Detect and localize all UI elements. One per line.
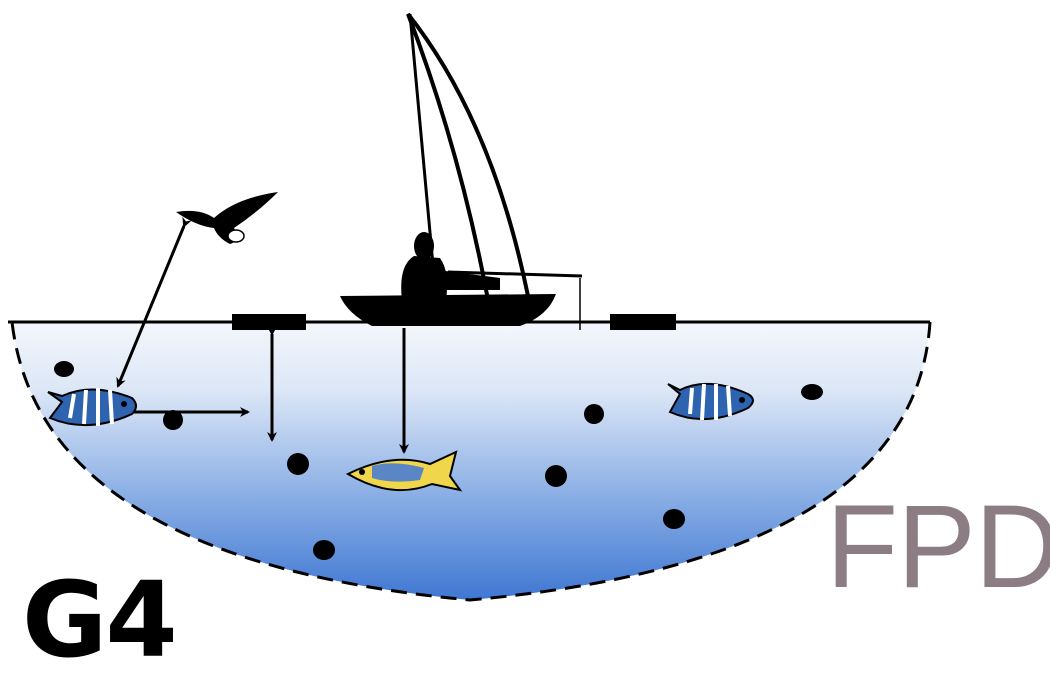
particle-icon xyxy=(313,540,335,560)
surface-bar-right xyxy=(610,314,676,330)
particle-icon xyxy=(801,384,823,400)
g4-label: G4 xyxy=(22,568,176,672)
particle-icon xyxy=(163,410,183,430)
particle-icon xyxy=(545,465,567,487)
bird-icon xyxy=(176,192,278,244)
particle-icon xyxy=(663,509,685,529)
boat-icon xyxy=(340,294,556,326)
particle-icon xyxy=(287,453,309,475)
surface-bar-left xyxy=(232,314,306,330)
fpd-label: FPD xyxy=(826,488,1050,606)
particle-icon xyxy=(54,361,74,377)
particle-icon xyxy=(584,404,604,424)
